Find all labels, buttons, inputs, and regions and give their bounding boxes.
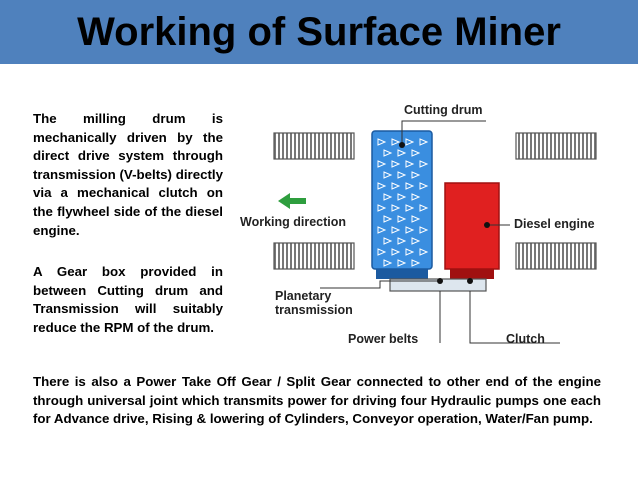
drum-tooth-icon: [411, 149, 421, 157]
left-lower-track: [273, 242, 355, 270]
paragraph-gear-box: A Gear box provided in between Cutting d…: [33, 264, 223, 335]
drum-tooth-icon: [419, 204, 429, 212]
drum-tooth-icon: [397, 171, 407, 179]
left-upper-track: [273, 132, 355, 160]
drum-tooth-icon: [383, 193, 393, 201]
drum-tooth-icon: [419, 138, 429, 146]
cutting-drum: [371, 130, 433, 279]
drum-tooth-icon: [391, 138, 401, 146]
drum-tooth-icon: [411, 171, 421, 179]
drum-tooth-icon: [419, 160, 429, 168]
drum-tooth-icon: [377, 182, 387, 190]
drum-tooth-icon: [397, 237, 407, 245]
drum-tooth-icon: [405, 204, 415, 212]
drum-tooth-icon: [383, 215, 393, 223]
drum-tooth-icon: [391, 248, 401, 256]
drum-tooth-icon: [397, 215, 407, 223]
drum-tooth-icon: [405, 182, 415, 190]
label-clutch: Clutch: [506, 332, 545, 346]
drum-tooth-icon: [377, 160, 387, 168]
drum-tooth-icon: [377, 248, 387, 256]
working-direction-arrow: [278, 193, 306, 209]
drum-tooth-icon: [377, 138, 387, 146]
drum-tooth-icon: [405, 160, 415, 168]
drum-tooth-icon: [391, 226, 401, 234]
drum-tooth-icon: [411, 237, 421, 245]
drum-tooth-icon: [419, 248, 429, 256]
drum-tooth-icon: [383, 237, 393, 245]
drum-tooth-icon: [419, 226, 429, 234]
drum-tooth-icon: [411, 215, 421, 223]
drum-tooth-icon: [411, 259, 421, 267]
paragraph-milling-drum: The milling drum is mechanically driven …: [33, 111, 223, 238]
page-title: Working of Surface Miner: [77, 9, 561, 54]
right-lower-track: [515, 242, 597, 270]
drum-tooth-icon: [405, 138, 415, 146]
drum-tooth-icon: [391, 182, 401, 190]
label-working-direction: Working direction: [240, 215, 346, 229]
drum-tooth-icon: [377, 226, 387, 234]
drum-tooth-icon: [397, 259, 407, 267]
leader-lines: [320, 120, 560, 344]
drum-tooth-icon: [383, 171, 393, 179]
drum-tooth-icon: [383, 149, 393, 157]
drum-tooth-icon: [405, 248, 415, 256]
diesel-engine: [444, 182, 500, 279]
drum-tooth-icon: [411, 193, 421, 201]
drum-tooth-icon: [419, 182, 429, 190]
label-cutting-drum: Cutting drum: [404, 103, 482, 117]
surface-miner-diagram: Cutting drum Working direction Diesel en…: [240, 103, 597, 346]
title-bar: Working of Surface Miner: [0, 0, 638, 64]
drum-tooth-icon: [383, 259, 393, 267]
drum-tooth-icon: [391, 160, 401, 168]
label-power-belts: Power belts: [348, 332, 418, 346]
drum-tooth-icon: [391, 204, 401, 212]
right-upper-track: [515, 132, 597, 160]
drum-tooth-icon: [397, 193, 407, 201]
paragraph-power-take-off: There is also a Power Take Off Gear / Sp…: [33, 374, 601, 427]
label-diesel-engine: Diesel engine: [514, 217, 595, 231]
label-planetary: Planetary: [275, 289, 331, 303]
drum-tooth-icon: [397, 149, 407, 157]
label-transmission: transmission: [275, 303, 353, 317]
drum-tooth-icon: [405, 226, 415, 234]
drum-tooth-icon: [377, 204, 387, 212]
